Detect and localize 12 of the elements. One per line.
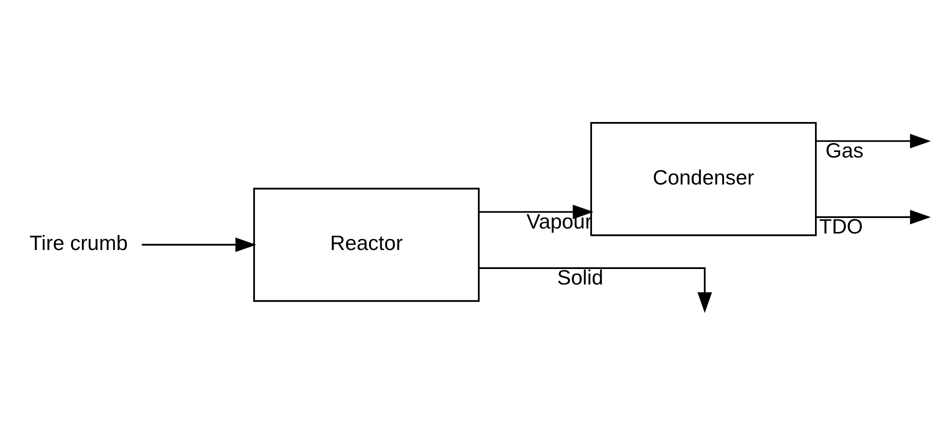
arrow	[142, 238, 256, 252]
arrow	[479, 267, 712, 313]
node-box: Reactor	[253, 188, 480, 302]
edge-label: Solid	[557, 266, 604, 290]
edge-label: Vapour	[526, 210, 592, 234]
node-text: Tire crumb	[29, 232, 128, 256]
arrow	[479, 204, 594, 220]
arrow	[816, 210, 931, 224]
edge-label: Gas	[826, 140, 864, 163]
node-box: Condenser	[590, 122, 817, 236]
arrow	[816, 134, 931, 148]
edge-label: TDO	[819, 216, 863, 239]
